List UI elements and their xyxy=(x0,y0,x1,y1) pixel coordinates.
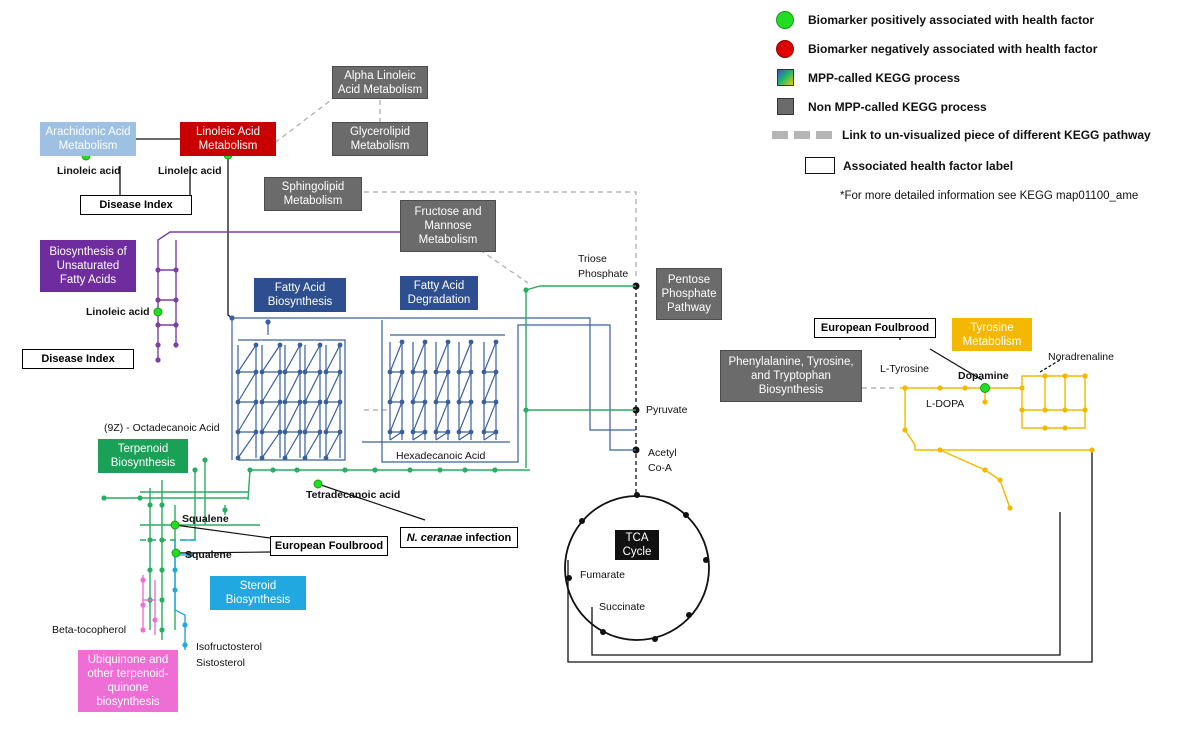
process-terpenoid: Terpenoid Biosynthesis xyxy=(98,439,188,473)
biomarker-tetradecanoic xyxy=(313,479,323,489)
process-fructose: Fructose and Mannose Metabolism xyxy=(400,200,496,252)
process-pentose: Pentose Phosphate Pathway xyxy=(656,268,722,320)
process-fa-degradation: Fatty Acid Degradation xyxy=(400,276,478,310)
process-ubiquinone: Ubiquinone and other terpenoid-quinone b… xyxy=(78,650,178,712)
ubiquinone-nodes xyxy=(140,577,158,633)
compound-octadecanoic: (9Z) - Octadecanoic Acid xyxy=(104,422,220,434)
fatty-acid-nodes xyxy=(229,315,499,461)
biomarker-unsaturated xyxy=(153,307,163,317)
compound-noradrenaline: Noradrenaline xyxy=(1048,351,1114,363)
process-sphingolipid: Sphingolipid Metabolism xyxy=(264,177,362,211)
label-efb-2: European Foulbrood xyxy=(814,318,936,338)
compound-triose: Triose Phosphate xyxy=(578,253,629,280)
dashed-links xyxy=(267,96,898,411)
legend-positive: Biomarker positively associated with hea… xyxy=(770,11,1094,29)
legend-note: *For more detailed information see KEGG … xyxy=(840,190,1139,202)
label-efb-1: European Foulbrood xyxy=(270,536,388,556)
compound-l-tyrosine: L-Tyrosine xyxy=(880,363,930,375)
process-phe-tyr-trp: Phenylalanine, Tyrosine, and Tryptophan … xyxy=(720,350,862,402)
biomarker-squalene-2 xyxy=(171,548,181,558)
compound-linoleic-1: Linoleic acid xyxy=(57,165,121,177)
label-box-icon xyxy=(805,157,835,174)
legend-negative: Biomarker negatively associated with hea… xyxy=(770,40,1097,58)
process-linoleic: Linoleic Acid Metabolism xyxy=(180,122,276,156)
compound-tetradecanoic: Tetradecanoic acid xyxy=(306,489,401,501)
compound-sistosterol: Sistosterol xyxy=(196,657,246,669)
compound-pyruvate: Pyruvate xyxy=(646,404,688,416)
process-fa-biosynthesis: Fatty Acid Biosynthesis xyxy=(254,278,346,312)
fatty-acid-network xyxy=(231,317,636,463)
compound-squalene-1: Squalene xyxy=(182,513,229,525)
compound-dopamine: Dopamine xyxy=(958,370,1009,382)
terpenoid-nodes xyxy=(101,287,529,633)
unsaturated-fa-nodes xyxy=(155,267,179,363)
process-tyrosine: Tyrosine Metabolism xyxy=(952,318,1032,351)
process-alpha-linoleic: Alpha Linoleic Acid Metabolism xyxy=(332,66,428,99)
tyrosine-network xyxy=(900,375,1092,509)
label-nceranae: N. ceranae infection xyxy=(400,527,518,548)
red-dot-icon xyxy=(776,40,794,58)
biomarker-dopamine xyxy=(980,383,990,393)
tca-cycle xyxy=(564,282,710,642)
steroid-nodes xyxy=(172,552,193,648)
black-links xyxy=(119,138,1093,663)
compound-l-dopa: L-DOPA xyxy=(926,398,965,410)
legend-mpp: MPP-called KEGG process xyxy=(770,69,960,86)
legend-non-mpp: Non MPP-called KEGG process xyxy=(770,98,987,115)
green-dot-icon xyxy=(776,11,794,29)
biomarker-squalene-1 xyxy=(170,520,180,530)
compound-beta-tocopherol: Beta-tocopherol xyxy=(52,624,127,636)
process-arachidonic: Arachidonic Acid Metabolism xyxy=(40,122,136,156)
process-steroid: Steroid Biosynthesis xyxy=(210,576,306,610)
dashed-link-icon xyxy=(772,131,832,139)
compound-hexadecanoic: Hexadecanoic Acid xyxy=(396,450,486,462)
label-disease-index-2: Disease Index xyxy=(22,349,134,369)
process-glycerolipid: Glycerolipid Metabolism xyxy=(332,122,428,156)
grey-square-icon xyxy=(776,98,794,115)
compound-linoleic-2: Linoleic acid xyxy=(158,165,222,177)
compound-fumarate: Fumarate xyxy=(580,569,625,581)
compound-acetyl: Acetyl Co-A xyxy=(648,447,677,474)
tyrosine-nodes xyxy=(902,373,1095,511)
compound-squalene-2: Squalene xyxy=(185,549,232,561)
compound-linoleic-3: Linoleic acid xyxy=(86,306,150,318)
label-disease-index-1: Disease Index xyxy=(80,195,192,215)
legend-link: Link to un-visualized piece of different… xyxy=(772,128,1151,142)
legend-label: Associated health factor label xyxy=(805,157,1013,174)
process-unsaturated: Biosynthesis of Unsaturated Fatty Acids xyxy=(40,240,136,292)
label-connectors xyxy=(174,483,426,554)
compound-succinate: Succinate xyxy=(599,601,646,613)
gradient-square-icon xyxy=(776,69,794,86)
compound-isofructosterol: Isofructosterol xyxy=(196,641,262,653)
process-tca: TCA Cycle xyxy=(615,530,659,560)
